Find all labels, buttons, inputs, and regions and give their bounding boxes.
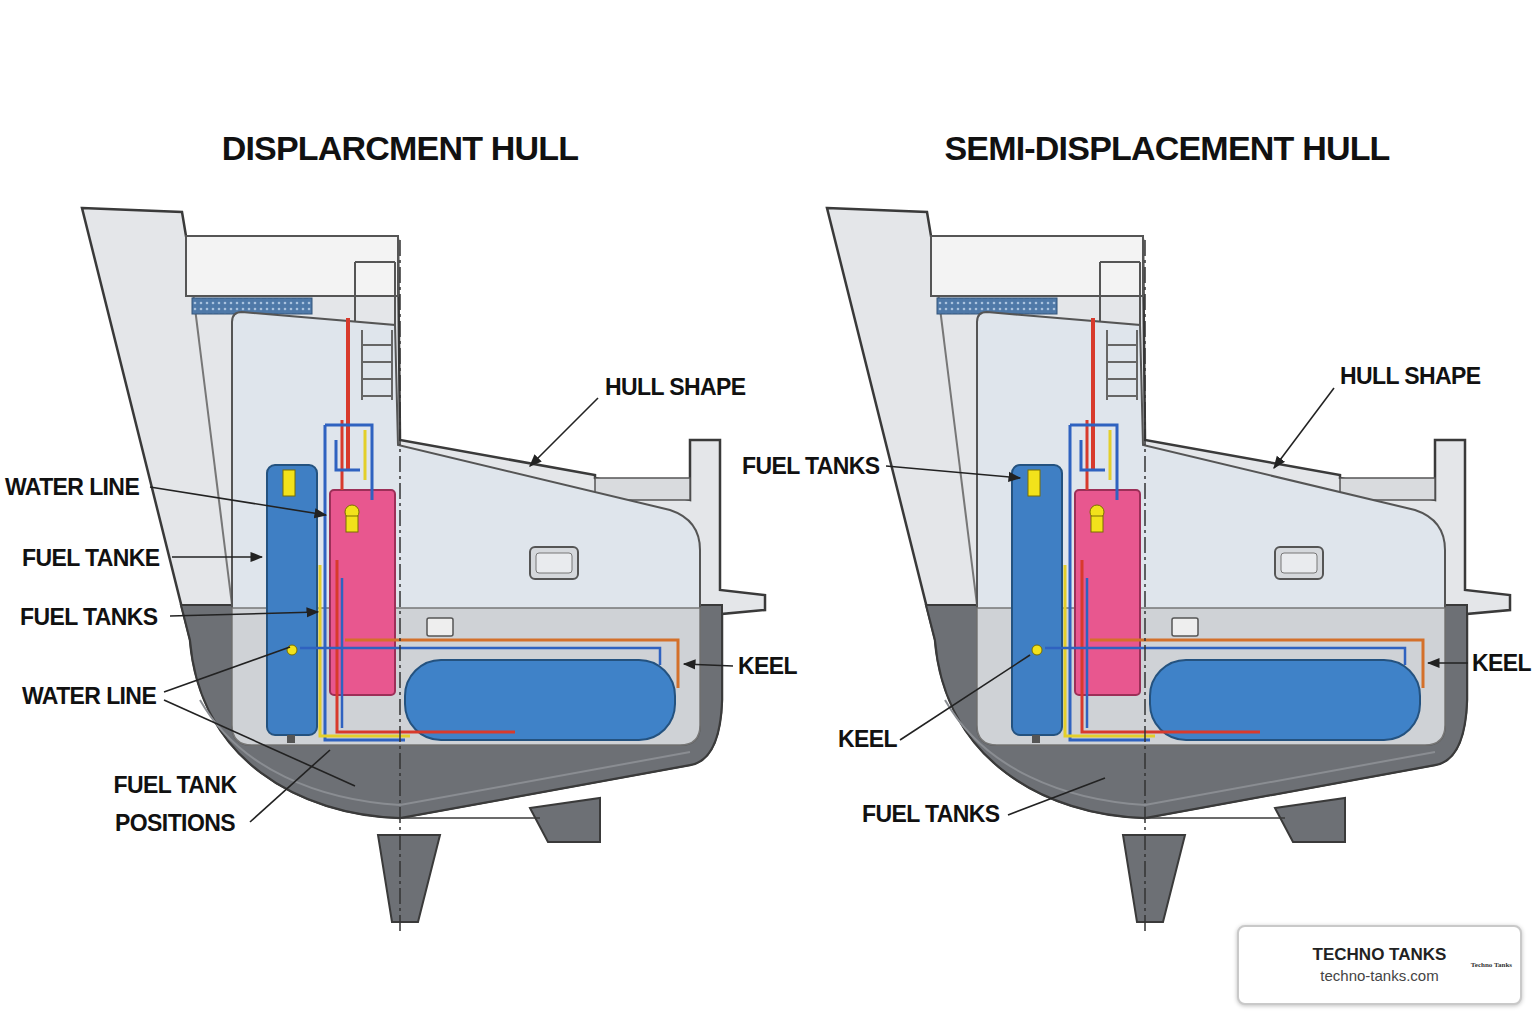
callout-label: FUEL TANKS bbox=[742, 454, 880, 478]
callout-label: KEEL bbox=[738, 654, 797, 678]
callout-label: FUEL TANKE bbox=[22, 546, 160, 570]
callout-label: HULL SHAPE bbox=[605, 375, 746, 399]
brand-url: techno-tanks.com bbox=[1320, 966, 1438, 986]
panel-title: SEMI-DISPLACEMENT HULL bbox=[944, 129, 1389, 167]
callout-label: FUEL TANKS bbox=[20, 605, 158, 629]
callout-label: FUEL TANK POSITIONS bbox=[105, 766, 245, 842]
brand-name: TECHNO TANKS bbox=[1313, 944, 1447, 966]
displacement-hull bbox=[82, 208, 765, 932]
panel-title: DISPLARCMENT HULL bbox=[222, 129, 579, 167]
watermark-box: TECHNO TANKStechno-tanks.com Techno Tanks bbox=[1237, 925, 1522, 1005]
leader-lines bbox=[150, 388, 1468, 822]
callout-label: WATER LINE bbox=[5, 475, 139, 499]
semi-displacement-hull bbox=[827, 208, 1510, 932]
brand-logo-text: Techno Tanks bbox=[1471, 961, 1512, 969]
callout-label: WATER LINE bbox=[22, 684, 156, 708]
callout-label: FUEL TANKS bbox=[862, 802, 1000, 826]
callout-label: KEEL bbox=[1472, 651, 1531, 675]
callout-label: HULL SHAPE bbox=[1340, 364, 1481, 388]
callout-label: KEEL bbox=[838, 727, 897, 751]
